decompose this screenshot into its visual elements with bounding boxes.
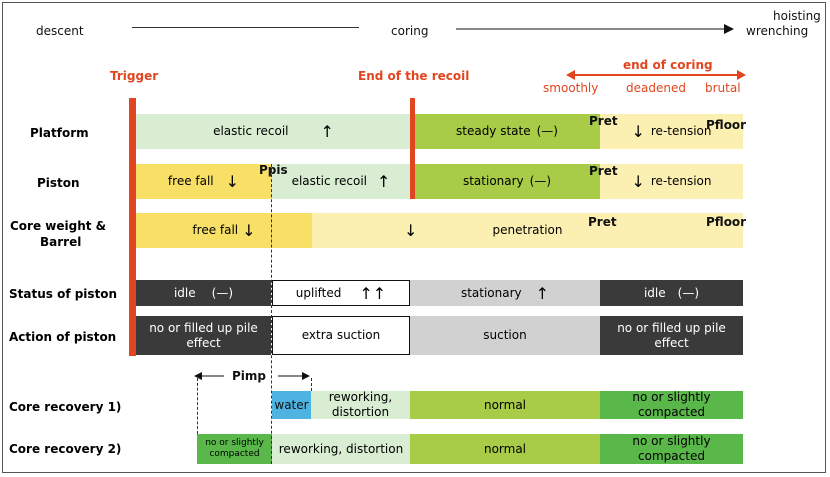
piston-pret-label: Pret xyxy=(589,164,618,178)
rec2-rework-text: reworking, distortion xyxy=(278,441,404,456)
flat-icon: (—) xyxy=(529,174,552,188)
ppis-dashed-line xyxy=(271,164,272,464)
status-stationary: stationary ↑ xyxy=(410,280,600,306)
piston-freefall-text: free fall xyxy=(167,174,214,188)
status-uplifted: uplifted ↑ ↑ xyxy=(272,280,410,306)
row-label-barrel: Barrel xyxy=(40,235,82,249)
down-arrow-icon: ↓ xyxy=(631,122,645,141)
piston-retension-text: re-tension xyxy=(650,174,712,188)
action-no-pile-effect-start: no or filled up pile effect xyxy=(136,316,271,355)
flat-icon: (—) xyxy=(677,285,700,300)
platform-steady-text: steady state xyxy=(456,124,531,138)
label-end-coring: end of coring xyxy=(623,58,713,72)
row-label-recovery2: Core recovery 2) xyxy=(9,442,122,456)
piston-elastic-text: elastic recoil xyxy=(291,174,368,188)
core-pret-label: Pret xyxy=(588,215,617,229)
arrow-coring-to-wrenching xyxy=(456,24,734,34)
pimp-double-arrow xyxy=(194,372,310,380)
label-deadened: deadened xyxy=(626,81,686,95)
core-freefall-text: free fall xyxy=(192,223,239,237)
action-suction-text: suction xyxy=(483,328,527,342)
piston-re-tension: ↓ re-tension xyxy=(600,164,743,199)
piston-stationary-text: stationary xyxy=(462,174,524,188)
row-label-action: Action of piston xyxy=(9,330,117,344)
platform-retension-text: re-tension xyxy=(650,124,712,138)
rec1-compact-text: no or slightly compacted xyxy=(632,390,711,419)
down-arrow-icon: ↓ xyxy=(404,221,418,240)
status-idle1-text: idle xyxy=(173,285,196,300)
status-idle-start: idle (—) xyxy=(136,280,271,306)
platform-elastic-recoil: elastic recoil ↑ xyxy=(136,114,411,149)
up-arrow-icon: ↑ xyxy=(372,283,387,303)
down-arrow-icon: ↓ xyxy=(242,221,256,240)
label-smoothly: smoothly xyxy=(543,81,599,95)
pimp-left-dashed-line xyxy=(197,378,198,434)
action-suction: suction xyxy=(410,316,600,355)
up-arrow-icon: ↑ xyxy=(535,283,550,303)
flat-icon: (—) xyxy=(211,285,234,300)
action-extra-text: extra suction xyxy=(301,328,381,342)
recovery1-compacted: no or slightly compacted xyxy=(600,390,743,419)
core-pfloor-label: Pfloor xyxy=(706,215,747,229)
label-brutal: brutal xyxy=(705,81,741,95)
line-descent-coring xyxy=(132,27,359,28)
pimp-label: Pimp xyxy=(232,369,267,383)
rec2-compact-text: no or slightly compacted xyxy=(205,438,264,459)
rec2-normal-text: normal xyxy=(483,441,527,456)
label-descent: descent xyxy=(36,24,84,38)
row-label-core-weight: Core weight & xyxy=(10,219,107,233)
trigger-red-bar xyxy=(129,98,136,356)
platform-pfloor-label: Pfloor xyxy=(706,118,747,132)
status-idle2-text: idle xyxy=(643,285,666,300)
end-coring-double-arrow xyxy=(566,70,746,80)
flat-icon: (—) xyxy=(536,124,558,138)
pimp-right-dashed-line xyxy=(311,378,312,391)
recovery1-normal: normal xyxy=(410,391,600,419)
recovery2-normal: normal xyxy=(410,434,600,464)
recovery2-compacted-end: no or slightly compacted xyxy=(600,434,743,464)
piston-ppis-label: Ppis xyxy=(259,163,288,177)
action-nofill2-text: no or filled up pile effect xyxy=(617,320,726,350)
row-label-recovery1: Core recovery 1) xyxy=(9,400,122,414)
row-label-piston: Piston xyxy=(37,176,80,190)
action-no-pile-effect-end: no or filled up pile effect xyxy=(600,316,743,355)
piston-elastic-recoil: elastic recoil ↑ xyxy=(271,164,411,199)
label-wrenching: wrenching xyxy=(746,24,809,38)
piston-free-fall: free fall ↓ xyxy=(136,164,271,199)
down-arrow-icon: ↓ xyxy=(225,172,240,191)
action-nofill1-text: no or filled up pile effect xyxy=(149,320,258,350)
up-arrow-icon: ↑ xyxy=(377,172,391,191)
label-hoisting: hoisting xyxy=(773,9,821,23)
recovery1-reworking: reworking, distortion xyxy=(311,390,410,419)
core-free-fall: free fall ↓ xyxy=(136,213,312,248)
status-stationary-text: stationary xyxy=(460,285,522,300)
rec1-water-text: water xyxy=(274,397,309,412)
rec1-normal-text: normal xyxy=(483,397,527,412)
label-coring: coring xyxy=(391,24,429,38)
status-idle-end: idle (—) xyxy=(600,280,743,306)
recovery1-water: water xyxy=(272,391,311,419)
label-trigger: Trigger xyxy=(110,69,159,83)
status-uplifted-text: uplifted xyxy=(295,285,342,300)
action-extra-suction: extra suction xyxy=(272,316,410,355)
platform-elastic-text: elastic recoil xyxy=(213,124,289,138)
end-recoil-red-bar xyxy=(410,98,415,199)
rec2-compact-end-text: no or slightly compacted xyxy=(632,434,711,463)
platform-steady-state: steady state (—) xyxy=(414,114,600,149)
recovery2-reworking: reworking, distortion xyxy=(272,434,410,464)
platform-re-tension: ↓ re-tension xyxy=(600,114,743,149)
core-penetration: ↓ penetration xyxy=(312,213,743,248)
row-label-status: Status of piston xyxy=(9,287,118,301)
row-label-platform: Platform xyxy=(30,126,89,140)
piston-stationary: stationary (—) xyxy=(414,164,600,199)
label-end-recoil: End of the recoil xyxy=(358,69,470,83)
recovery2-compacted-start: no or slightly compacted xyxy=(197,434,272,464)
up-arrow-icon: ↑ xyxy=(320,122,334,141)
down-arrow-icon: ↓ xyxy=(631,172,645,191)
up-arrow-icon: ↑ xyxy=(359,283,373,303)
platform-pret-label: Pret xyxy=(589,114,618,128)
core-penetration-text: penetration xyxy=(492,223,563,237)
rec1-rework-text: reworking, distortion xyxy=(328,390,393,419)
